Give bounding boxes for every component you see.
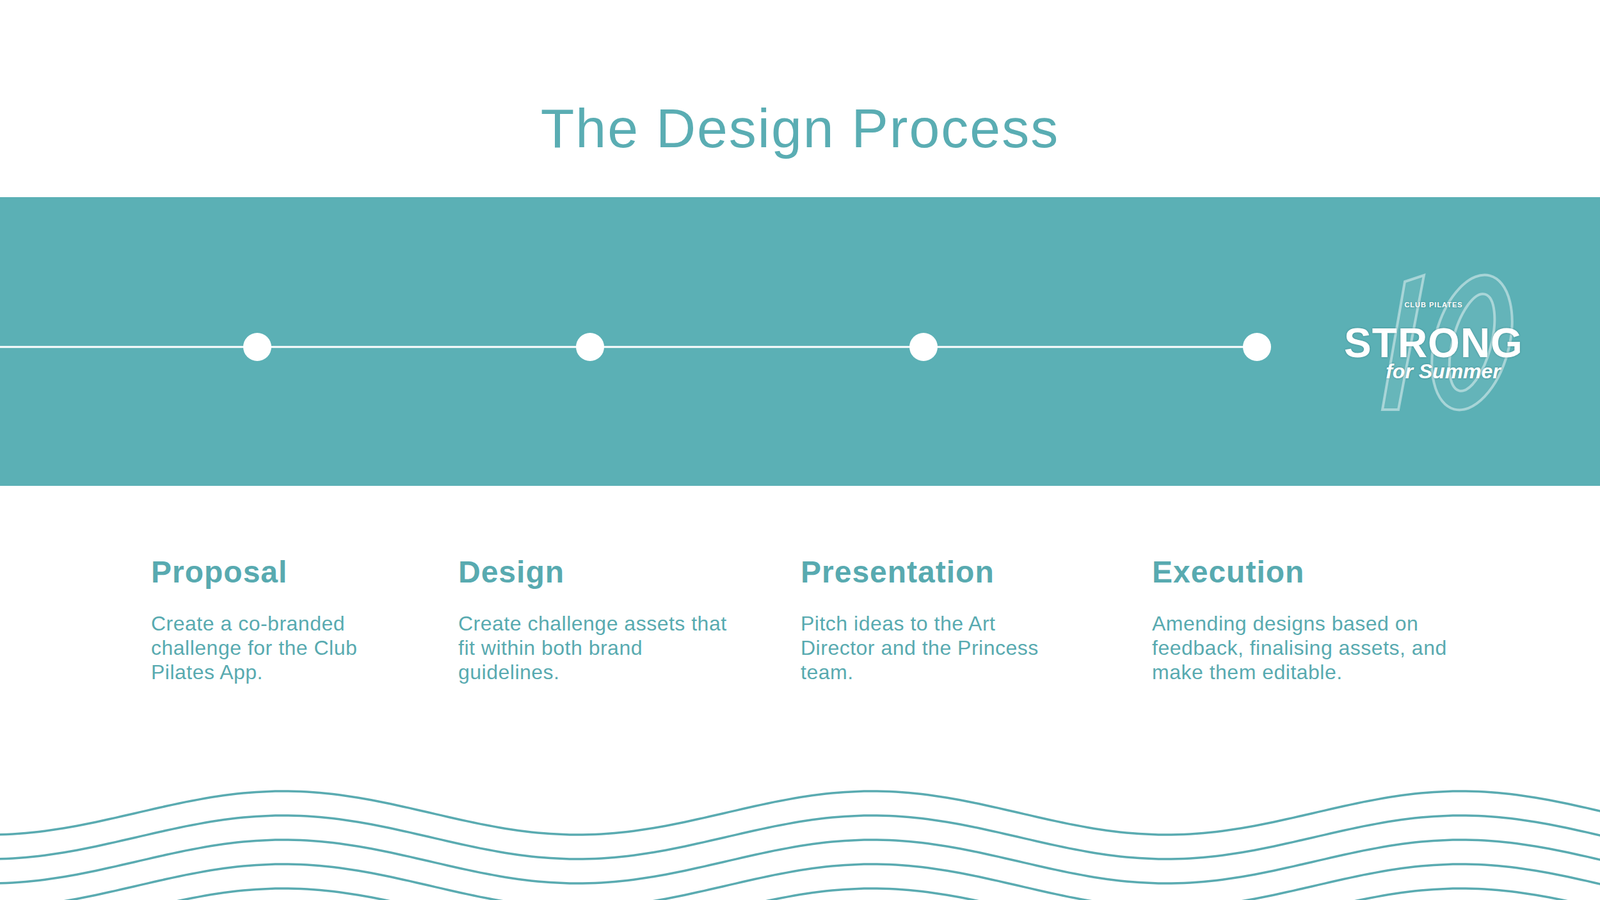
timeline-dot [576, 332, 605, 361]
wave-line [0, 791, 1600, 835]
step-description: Amending designs based on feedback, fina… [1152, 611, 1472, 685]
step-heading: Presentation [800, 554, 1044, 590]
timeline-dot [243, 332, 272, 361]
timeline-dot [909, 332, 938, 361]
logo-tagline: for Summer [1385, 359, 1501, 384]
logo-brand: CLUB PILATES [1404, 300, 1463, 309]
wave-line [0, 888, 1600, 900]
step-column: PresentationPitch ideas to the Art Direc… [800, 554, 1044, 685]
step-column: ExecutionAmending designs based on feedb… [1152, 554, 1472, 685]
step-description: Create challenge assets that fit within … [458, 611, 728, 685]
teal-band [0, 197, 1600, 486]
step-heading: Design [458, 554, 728, 590]
step-description: Pitch ideas to the Art Director and the … [800, 611, 1044, 685]
timeline-line [0, 346, 1257, 349]
diagram-title: The Design Process [540, 96, 1060, 160]
step-description: Create a co-branded challenge for the Cl… [151, 611, 401, 685]
step-column: DesignCreate challenge assets that fit w… [458, 554, 728, 685]
step-heading: Execution [1152, 554, 1472, 590]
step-column: ProposalCreate a co-branded challenge fo… [151, 554, 401, 685]
timeline-dot [1242, 332, 1272, 361]
wave-line [0, 839, 1600, 884]
wave-line [0, 815, 1600, 859]
step-heading: Proposal [151, 554, 401, 590]
wave-lines [0, 791, 1600, 900]
